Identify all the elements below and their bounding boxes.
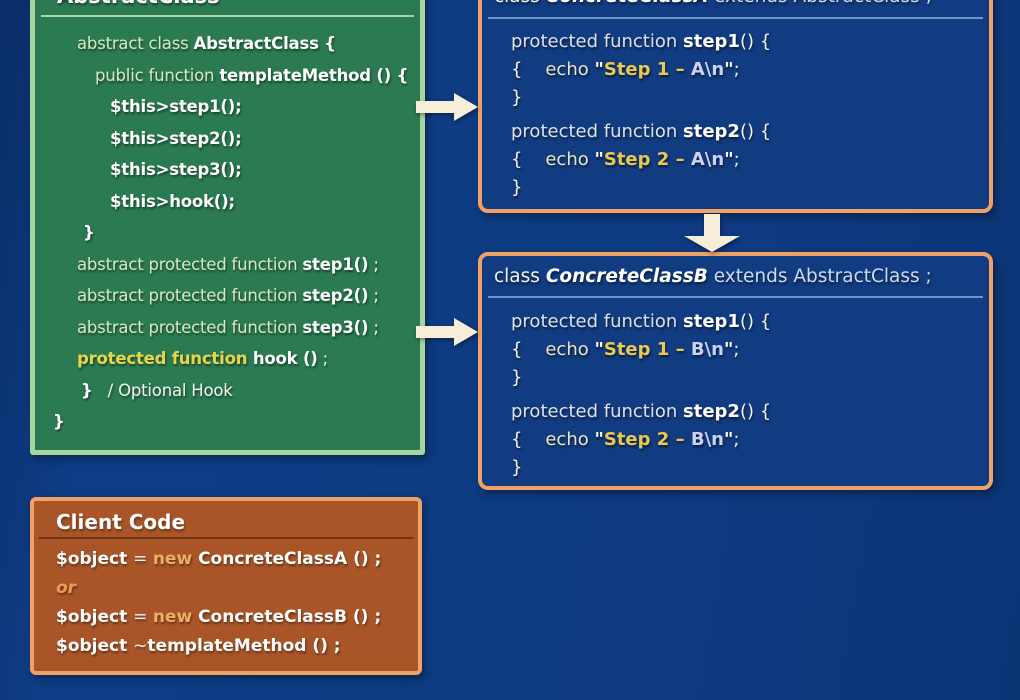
code-line: { echo "Step 2 – A\n"; bbox=[511, 149, 740, 170]
code-line: public function templateMethod () { bbox=[95, 65, 409, 85]
arrow-right-icon bbox=[416, 93, 478, 121]
code-line: $object = new ConcreteClassB () ; bbox=[56, 607, 382, 627]
concrete-a-title-divider bbox=[488, 17, 983, 19]
code-line: } bbox=[511, 177, 523, 198]
code-line: protected function step1() { bbox=[511, 311, 772, 332]
abstract-class-code: abstract class AbstractClass { public fu… bbox=[35, 17, 420, 438]
code-line: protected function step2() { bbox=[511, 121, 772, 142]
code-line: protected function step1() { bbox=[511, 31, 772, 52]
code-line: protected function step2() { bbox=[511, 401, 772, 422]
code-line: abstract protected function step2() ; bbox=[77, 286, 379, 305]
arrow-head bbox=[684, 236, 740, 252]
code-line: } bbox=[511, 457, 523, 478]
concrete-class-a-box: class ConcreteClassA extends AbstractCla… bbox=[478, 0, 993, 213]
client-code-box: Client Code $object = new ConcreteClassA… bbox=[30, 497, 422, 675]
code-line: } bbox=[511, 87, 523, 108]
code-line: abstract protected function step3() ; bbox=[77, 317, 379, 337]
arrow-head bbox=[454, 93, 478, 121]
abstract-class-box: AbstractClass abstract class AbstractCla… bbox=[30, 0, 425, 455]
code-line: } bbox=[53, 412, 65, 431]
concrete-b-title-divider bbox=[488, 296, 983, 298]
abstract-class-box-title: AbstractClass bbox=[35, 0, 420, 15]
arrow-right-icon bbox=[416, 318, 478, 346]
code-line: or bbox=[56, 578, 77, 598]
code-line: $object ~templateMethod () ; bbox=[56, 636, 341, 656]
code-line: } / Optional Hook bbox=[81, 380, 233, 400]
concrete-class-b-box: class ConcreteClassB extends AbstractCla… bbox=[478, 252, 993, 490]
client-code-title: Client Code bbox=[56, 510, 186, 534]
concrete-class-a-title: class ConcreteClassA extends AbstractCla… bbox=[482, 0, 989, 17]
code-line: { echo "Step 1 – A\n"; bbox=[511, 59, 740, 80]
code-line: $this>step3(); bbox=[110, 160, 242, 179]
client-code: $object = new ConcreteClassA () ; or $ob… bbox=[34, 539, 418, 661]
concrete-class-b-code: protected function step1() { { echo "Ste… bbox=[482, 298, 989, 482]
arrow-shaft bbox=[416, 326, 455, 338]
code-line: abstract protected function step1() ; bbox=[77, 254, 379, 274]
concrete-class-b-title: class ConcreteClassB extends AbstractCla… bbox=[494, 266, 932, 287]
code-line: $object = new ConcreteClassA () ; bbox=[56, 549, 382, 569]
code-line: { echo "Step 2 – B\n"; bbox=[511, 429, 740, 450]
client-title-divider bbox=[39, 537, 413, 539]
arrow-down-icon bbox=[684, 214, 740, 252]
code-line: $this>step2(); bbox=[110, 128, 242, 148]
arrow-head bbox=[454, 318, 478, 346]
code-line: } bbox=[83, 223, 95, 242]
code-line: $this>step1(); bbox=[110, 97, 242, 116]
concrete-class-a-code: protected function step1() { { echo "Ste… bbox=[482, 19, 989, 202]
arrow-shaft bbox=[416, 101, 455, 113]
abstract-box-title-divider bbox=[41, 15, 414, 17]
code-line: abstract class AbstractClass { bbox=[77, 34, 336, 53]
arrow-shaft bbox=[704, 214, 720, 237]
code-line: $this>hook(); bbox=[110, 191, 235, 211]
code-line: { echo "Step 1 – B\n"; bbox=[511, 339, 740, 360]
code-line: protected function hook () ; bbox=[77, 349, 329, 368]
code-line: } bbox=[511, 367, 523, 388]
